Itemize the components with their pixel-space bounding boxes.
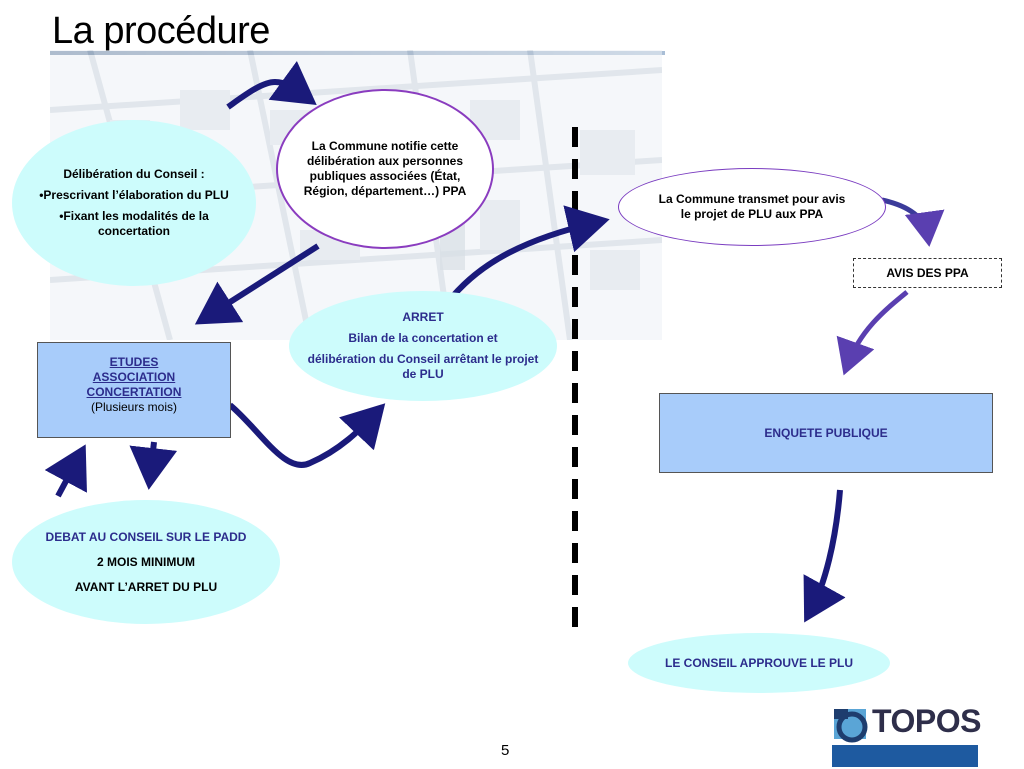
debat-deadline: AVANT L’ARRET DU PLU (74, 579, 218, 594)
topos-logo-text: TOPOS (872, 703, 981, 739)
notification-text: La Commune notifie cette délibération au… (303, 139, 467, 198)
debat-duration: 2 MOIS MINIMUM (97, 554, 195, 569)
enquete-publique-box: ENQUETE PUBLIQUE (659, 393, 993, 473)
topos-logo-icon (834, 709, 868, 743)
arrow-etudes-to-debat (129, 441, 178, 490)
arret-line-2: Bilan de la concertation et (348, 331, 498, 345)
phase-separator-line (572, 127, 578, 635)
avis-ppa-box: AVIS DES PPA (853, 258, 1002, 288)
arrow-transmission-to-avis (881, 197, 945, 247)
approbation-bubble: LE CONSEIL APPROUVE LE PLU (628, 633, 890, 693)
etudes-line-3: CONCERTATION (86, 385, 182, 399)
slide-title: La procédure (52, 10, 270, 52)
transmission-bubble: La Commune transmet pour avis le projet … (618, 168, 886, 246)
deliberation-bubble: Délibération du Conseil : •Prescrivant l… (12, 120, 256, 286)
arrow-avis-to-enquete (836, 290, 909, 376)
arrow-etudes-to-arret (228, 402, 386, 468)
deliberation-item-1: •Prescrivant l’élaboration du PLU (39, 188, 229, 202)
notification-bubble: La Commune notifie cette délibération au… (276, 89, 494, 249)
deliberation-item-2: •Fixant les modalités de la concertation (59, 209, 209, 238)
transmission-text: La Commune transmet pour avis le projet … (658, 192, 846, 221)
arret-bubble: ARRET Bilan de la concertation et délibé… (289, 291, 557, 401)
debat-bubble: DEBAT AU CONSEIL SUR LE PADD 2 MOIS MINI… (12, 500, 280, 624)
etudes-duration: (Plusieurs mois) (90, 400, 177, 414)
etudes-line-2: ASSOCIATION (92, 370, 176, 384)
arret-line-3: délibération du Conseil arrêtant le proj… (307, 352, 539, 381)
arret-heading: ARRET (402, 310, 444, 324)
topos-logo: TOPOS (832, 703, 981, 769)
arrow-debat-to-etudes (44, 444, 87, 498)
debat-heading: DEBAT AU CONSEIL SUR LE PADD (45, 529, 247, 544)
page-number: 5 (501, 742, 510, 759)
etudes-line-1: ETUDES (109, 355, 159, 369)
etudes-box: ETUDES ASSOCIATION CONCERTATION (Plusieu… (37, 342, 231, 438)
deliberation-heading: Délibération du Conseil : (63, 167, 205, 181)
topos-logo-bar (832, 745, 978, 767)
arrow-enquete-to-approbation (803, 489, 846, 623)
